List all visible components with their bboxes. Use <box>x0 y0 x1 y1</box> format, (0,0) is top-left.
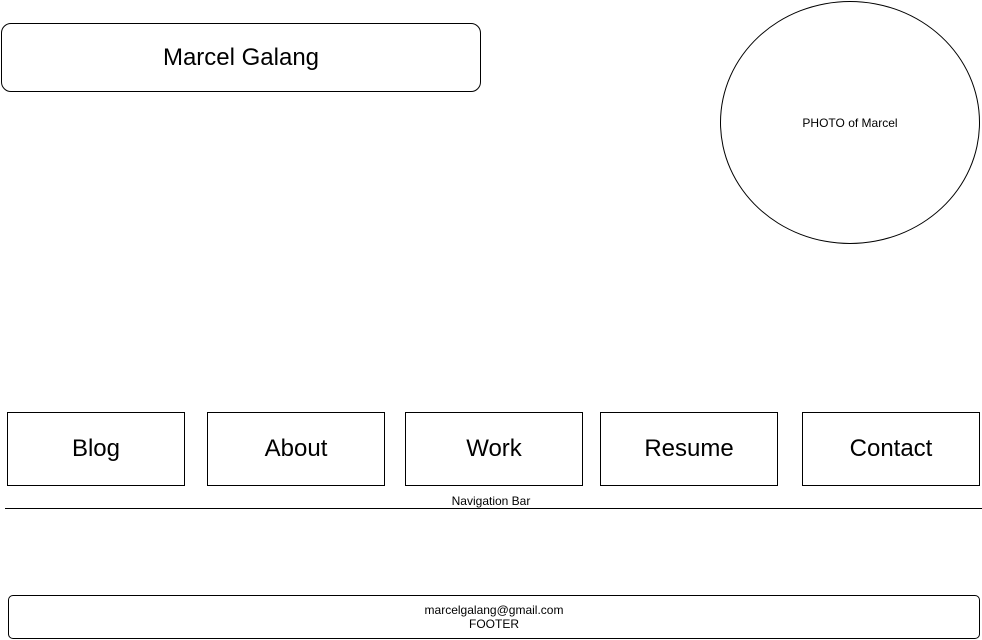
site-title-box: Marcel Galang <box>1 23 481 92</box>
nav-label-blog: Blog <box>71 435 121 462</box>
nav-button-resume[interactable]: Resume <box>600 412 778 486</box>
nav-button-work[interactable]: Work <box>405 412 583 486</box>
nav-button-contact[interactable]: Contact <box>802 412 980 486</box>
photo-label: PHOTO of Marcel <box>802 115 898 130</box>
footer-label: FOOTER <box>469 617 519 631</box>
footer-email[interactable]: marcelgalang@gmail.com <box>424 603 564 617</box>
profile-photo-placeholder: PHOTO of Marcel <box>720 1 980 244</box>
navigation-divider <box>5 508 982 509</box>
nav-button-blog[interactable]: Blog <box>7 412 185 486</box>
nav-label-contact: Contact <box>849 435 933 462</box>
footer: marcelgalang@gmail.com FOOTER <box>8 595 980 639</box>
nav-label-resume: Resume <box>644 435 734 462</box>
nav-label-work: Work <box>466 435 522 462</box>
nav-label-about: About <box>264 435 328 462</box>
nav-button-about[interactable]: About <box>207 412 385 486</box>
site-title: Marcel Galang <box>162 43 320 71</box>
navigation-bar-caption: Navigation Bar <box>451 494 531 508</box>
